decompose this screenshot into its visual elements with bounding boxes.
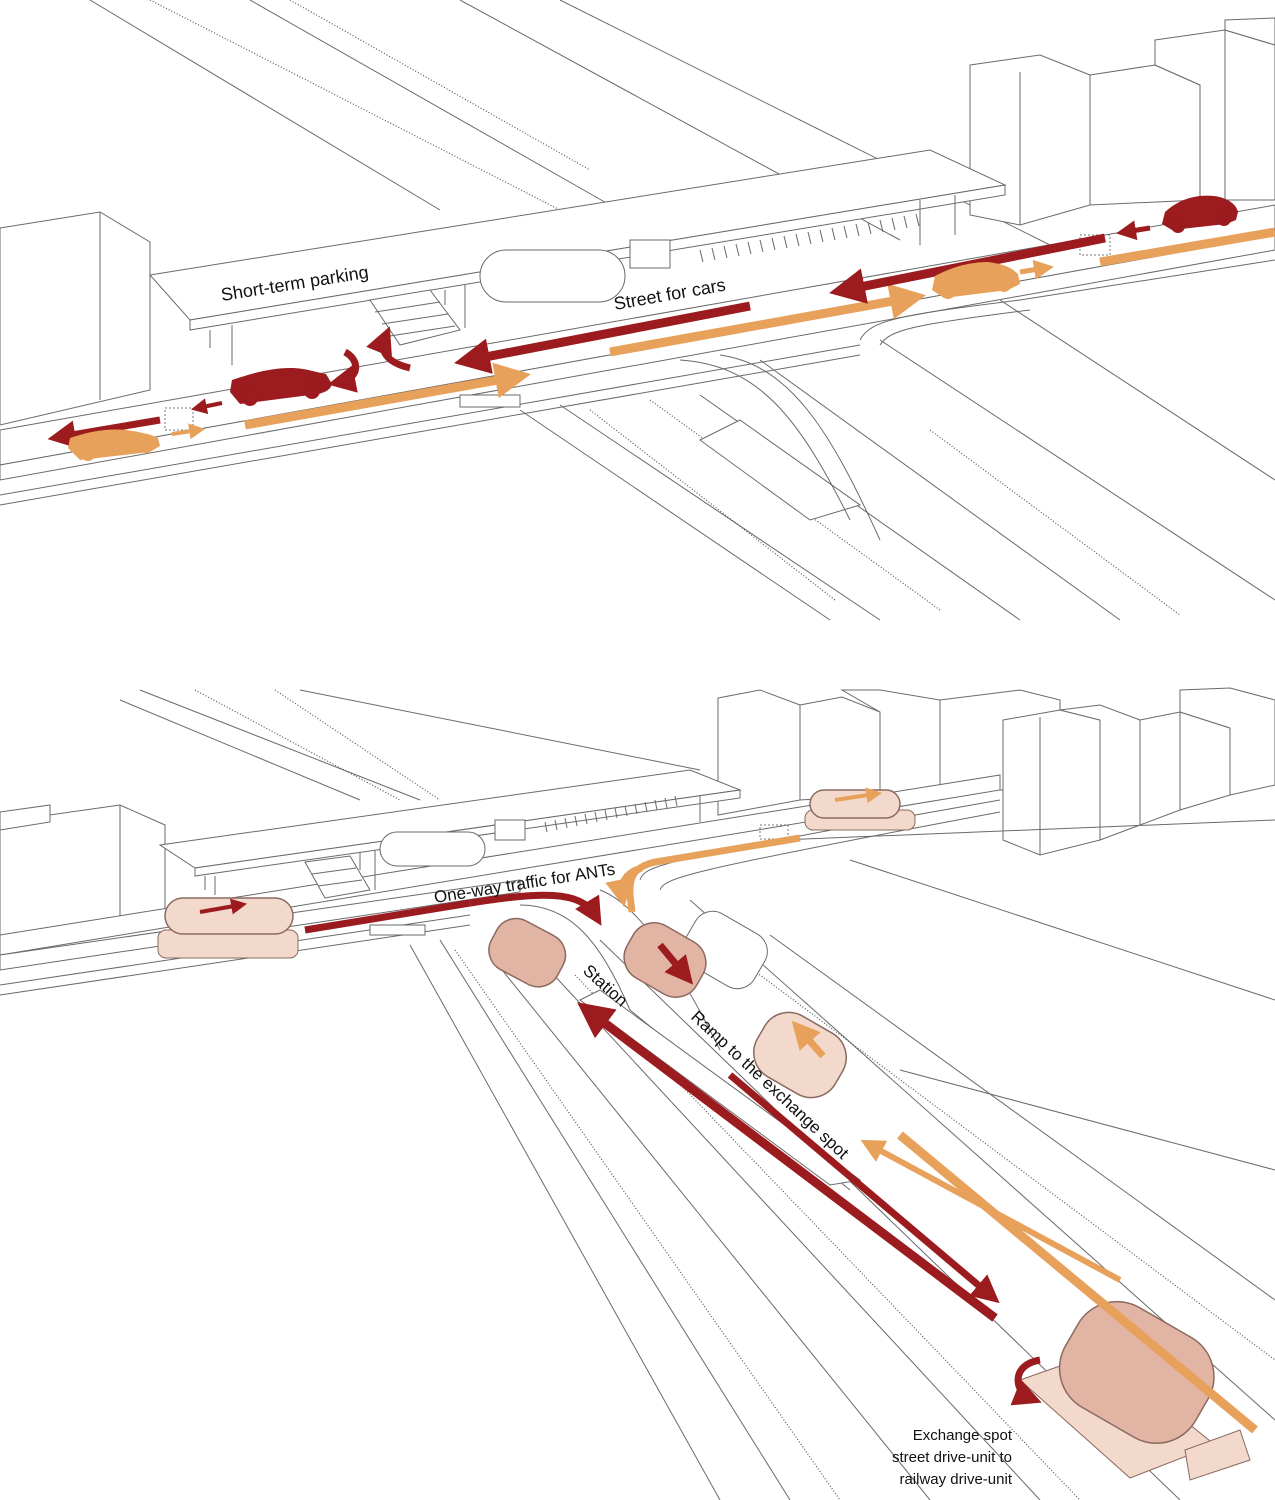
- top-canopy: [149, 149, 1007, 365]
- label-exchange-line2: street drive-unit to: [892, 1449, 1012, 1466]
- label-exchange-line3: railway drive-unit: [899, 1471, 1012, 1488]
- top-traffic-arrows: [47, 220, 1275, 449]
- lane-dark-leftend: [47, 416, 161, 449]
- top-rail-front: [519, 259, 1275, 621]
- car-orange-left: [68, 429, 160, 461]
- top-rail-back: [149, 0, 591, 211]
- ant-pod-ramp-dark: [623, 922, 707, 998]
- ant-lane-curve-dark: [469, 891, 602, 926]
- ant-lane-station-return: [577, 1002, 998, 1322]
- car-dark-right: [1162, 195, 1238, 233]
- bottom-panel: One-way traffic for ANTs Station Ramp to…: [0, 687, 1275, 1500]
- ant-lane-ramp-down: [727, 1072, 1000, 1304]
- exchange-uturn-arrow: [1010, 1356, 1042, 1406]
- top-left-building: [0, 211, 151, 426]
- uturn-arrow-1: [327, 348, 360, 393]
- bottom-rails: [409, 819, 1275, 1500]
- uturn-arrow-2: [366, 326, 411, 372]
- bike-rack-bottom: [544, 795, 678, 833]
- ant-pod-station: [488, 917, 567, 988]
- bottom-left-building: [0, 804, 166, 946]
- car-dark-left: [230, 368, 332, 406]
- ant-pod-ramp-light: [753, 1011, 847, 1099]
- top-right-buildings: [969, 17, 1275, 226]
- car-orange-right: [932, 262, 1020, 299]
- bottom-canopy: [158, 769, 742, 899]
- ant-lane-exchange-orange: [897, 1131, 1258, 1434]
- ant-lane-oneway: [304, 899, 471, 934]
- lane-orange-far: [1099, 227, 1275, 267]
- ant-pod-far-right: [804, 787, 916, 831]
- ant-pod-left: [157, 897, 299, 959]
- top-panel: Short-term parking Street for cars: [0, 0, 1275, 621]
- ant-pod-exchange: [1019, 1300, 1251, 1481]
- bike-rack: [699, 213, 920, 263]
- label-exchange-line1: Exchange spot: [913, 1427, 1013, 1444]
- lane-dark-left: [454, 301, 751, 374]
- bottom-ground-lines: [119, 689, 701, 801]
- lane-orange-center: [244, 362, 531, 430]
- bottom-right-buildings: [717, 687, 1275, 856]
- lane-orange-right: [609, 283, 926, 357]
- bottom-traffic-arrows: [304, 834, 1258, 1434]
